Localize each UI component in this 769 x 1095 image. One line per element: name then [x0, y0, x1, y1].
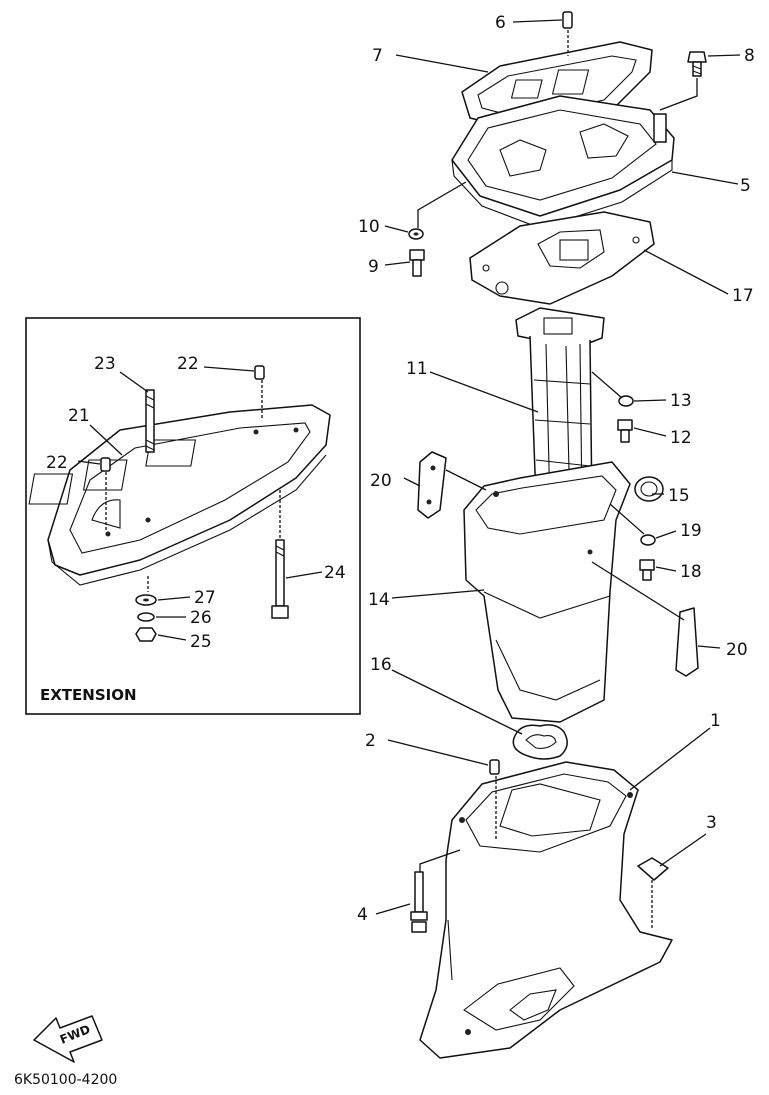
callout-22a: 22	[177, 354, 199, 374]
callout-6: 6	[495, 13, 506, 33]
cover-plate-part	[675, 607, 699, 677]
dowel-pin-part	[100, 457, 111, 472]
leader-lines	[375, 19, 741, 930]
callout-17: 17	[732, 286, 754, 306]
bolt-part	[639, 559, 655, 581]
cover-plate-part	[417, 451, 447, 519]
callout-13: 13	[670, 391, 692, 411]
callout-8: 8	[744, 46, 755, 66]
callout-20a: 20	[370, 471, 392, 491]
callout-7: 7	[372, 46, 383, 66]
upper-parts-group	[408, 11, 707, 760]
callout-1: 1	[710, 711, 721, 731]
mount-gasket-part	[469, 211, 655, 305]
callout-21: 21	[68, 406, 90, 426]
lower-parts-group	[410, 759, 673, 1059]
extension-box: EXTENSION	[25, 317, 361, 715]
callout-labels: 6 7 8 5 10 9 17 11 13 12 20 15 19 18 14 …	[46, 13, 755, 925]
fwd-arrow-icon: FWD	[33, 1015, 103, 1063]
callout-3: 3	[706, 813, 717, 833]
callout-16: 16	[370, 655, 392, 675]
callout-22b: 22	[46, 453, 68, 473]
bolt-part	[409, 249, 425, 277]
clip-part	[637, 857, 669, 881]
diagram-code: 6K50100-4200	[14, 1072, 117, 1088]
long-bolt-part	[271, 539, 289, 619]
callout-2: 2	[365, 731, 376, 751]
callout-19: 19	[680, 521, 702, 541]
callout-25: 25	[190, 632, 212, 652]
callout-20b: 20	[726, 640, 748, 660]
callout-12: 12	[670, 428, 692, 448]
callout-5: 5	[740, 176, 751, 196]
washer-part	[618, 395, 634, 407]
callout-18: 18	[680, 562, 702, 582]
callout-11: 11	[406, 359, 428, 379]
dowel-pin-part	[489, 759, 500, 775]
bolt-part	[687, 51, 707, 77]
washer-part	[640, 534, 656, 546]
callout-23: 23	[94, 354, 116, 374]
extension-spacer-part	[28, 404, 331, 586]
extension-title: EXTENSION	[40, 686, 137, 704]
lower-casing-part	[419, 761, 673, 1059]
spring-washer-part	[137, 612, 155, 622]
dowel-pin-part	[562, 11, 573, 29]
stud-bolt-part	[410, 871, 428, 933]
callout-26: 26	[190, 608, 212, 628]
nut-part	[135, 627, 157, 642]
callout-27: 27	[194, 588, 216, 608]
upper-mount-plate-part	[451, 95, 675, 217]
callout-14: 14	[368, 590, 390, 610]
seal-part	[634, 476, 664, 502]
callout-10: 10	[358, 217, 380, 237]
bolt-part	[617, 419, 633, 443]
stud-bolt-part	[145, 389, 155, 453]
dowel-pin-part	[254, 365, 265, 380]
upper-casing-part	[463, 461, 631, 723]
callout-24: 24	[324, 563, 346, 583]
rubber-seal-part	[512, 724, 568, 760]
callout-9: 9	[368, 257, 379, 277]
callout-15: 15	[668, 486, 690, 506]
callout-4: 4	[357, 905, 368, 925]
